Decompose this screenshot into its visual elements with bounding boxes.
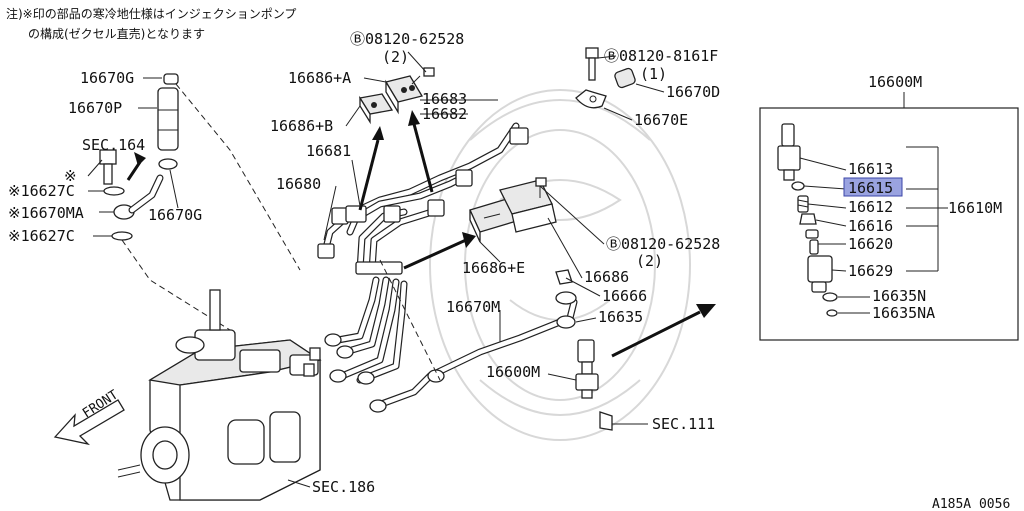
label-bolt-a-qty: (2): [382, 48, 409, 66]
washer-lower-part: [111, 231, 133, 241]
label-sec186: SEC.186: [312, 478, 375, 496]
label-16686: 16686: [584, 268, 629, 286]
label-bolt-a: Ⓑ08120-62528: [350, 30, 464, 48]
inset-item-16616[interactable]: 16616: [848, 217, 893, 235]
label-16670d: 16670D: [666, 83, 720, 101]
clamp-16686: [499, 177, 557, 233]
label-16686e: 16686+E: [462, 259, 525, 277]
inset-item-16612[interactable]: 16612: [848, 198, 893, 216]
inset-item-16615[interactable]: 16615: [848, 179, 893, 197]
label-16670m: 16670M: [446, 298, 500, 316]
spacer-16670d: [614, 67, 636, 89]
leader-lines: [323, 51, 665, 425]
return-hose-group: [87, 73, 179, 241]
injection-pump: [117, 289, 322, 501]
inset-group-16610m[interactable]: 16610M: [948, 199, 1002, 217]
label-sec164: SEC.164: [82, 136, 145, 154]
tube-clamp-part: [355, 261, 403, 275]
note-line-1: 注)※印の部品の寒冷地仕様はインジェクションポンプ: [6, 6, 296, 21]
label-16670p: 16670P: [68, 99, 122, 117]
label-sec111: SEC.111: [652, 415, 715, 433]
label-16627c-a: ※16627C: [8, 182, 75, 200]
label-16686b: 16686+B: [270, 117, 333, 135]
nozzle-16600m: [575, 339, 613, 431]
inset-item-16629[interactable]: 16629: [848, 262, 893, 280]
label-bolt-b: Ⓑ08120-8161F: [604, 47, 718, 65]
label-16600m: 16600M: [486, 363, 540, 381]
label-bolt-b-qty: (1): [640, 65, 667, 83]
label-16670g-bot: 16670G: [148, 206, 202, 224]
inset-item-16613[interactable]: 16613: [848, 160, 893, 178]
label-16683: 16683: [422, 90, 467, 108]
injection-tubes: [317, 122, 529, 385]
clamp-16686a: [384, 75, 424, 115]
inset-item-16620[interactable]: 16620: [848, 235, 893, 253]
inset-item-16635na[interactable]: 16635NA: [872, 304, 935, 322]
leak-off-pipe: [369, 269, 578, 413]
nozzle-inset: 16600M 16613: [759, 73, 1019, 341]
label-16670e: 16670E: [634, 111, 688, 129]
inset-title: 16600M: [868, 73, 922, 91]
label-16680: 16680: [276, 175, 321, 193]
label-16627c-b: ※16627C: [8, 227, 75, 245]
note-line-2: の構成(ゼクセル直売)となります: [28, 26, 205, 41]
bolt-a-part: [411, 67, 435, 85]
inset-item-16635n[interactable]: 16635N: [872, 287, 926, 305]
label-asterisk: ※: [64, 167, 77, 185]
clip-part: [163, 73, 179, 85]
label-16686a: 16686+A: [288, 69, 351, 87]
label-bolt-c-qty: (2): [636, 252, 663, 270]
hose-part: [157, 87, 179, 151]
inset-frame: [759, 107, 1019, 341]
label-16670g-top: 16670G: [80, 69, 134, 87]
clamp-16686b: [358, 93, 394, 125]
label-16682: 16682: [422, 105, 467, 123]
clamp-16670e: [575, 89, 607, 109]
clip-lower-part: [158, 158, 178, 170]
highlight-16615: [843, 177, 903, 197]
bolt-b-part: [585, 47, 599, 81]
label-16670ma: ※16670MA: [8, 204, 84, 222]
washer-part: [103, 186, 125, 196]
label-16635: 16635: [598, 308, 643, 326]
label-16681: 16681: [306, 142, 351, 160]
front-arrow: FRONT: [53, 387, 125, 446]
diagram-reference: A185A 0056: [932, 497, 1010, 511]
label-bolt-c: Ⓑ08120-62528: [606, 235, 720, 253]
label-16666: 16666: [602, 287, 647, 305]
